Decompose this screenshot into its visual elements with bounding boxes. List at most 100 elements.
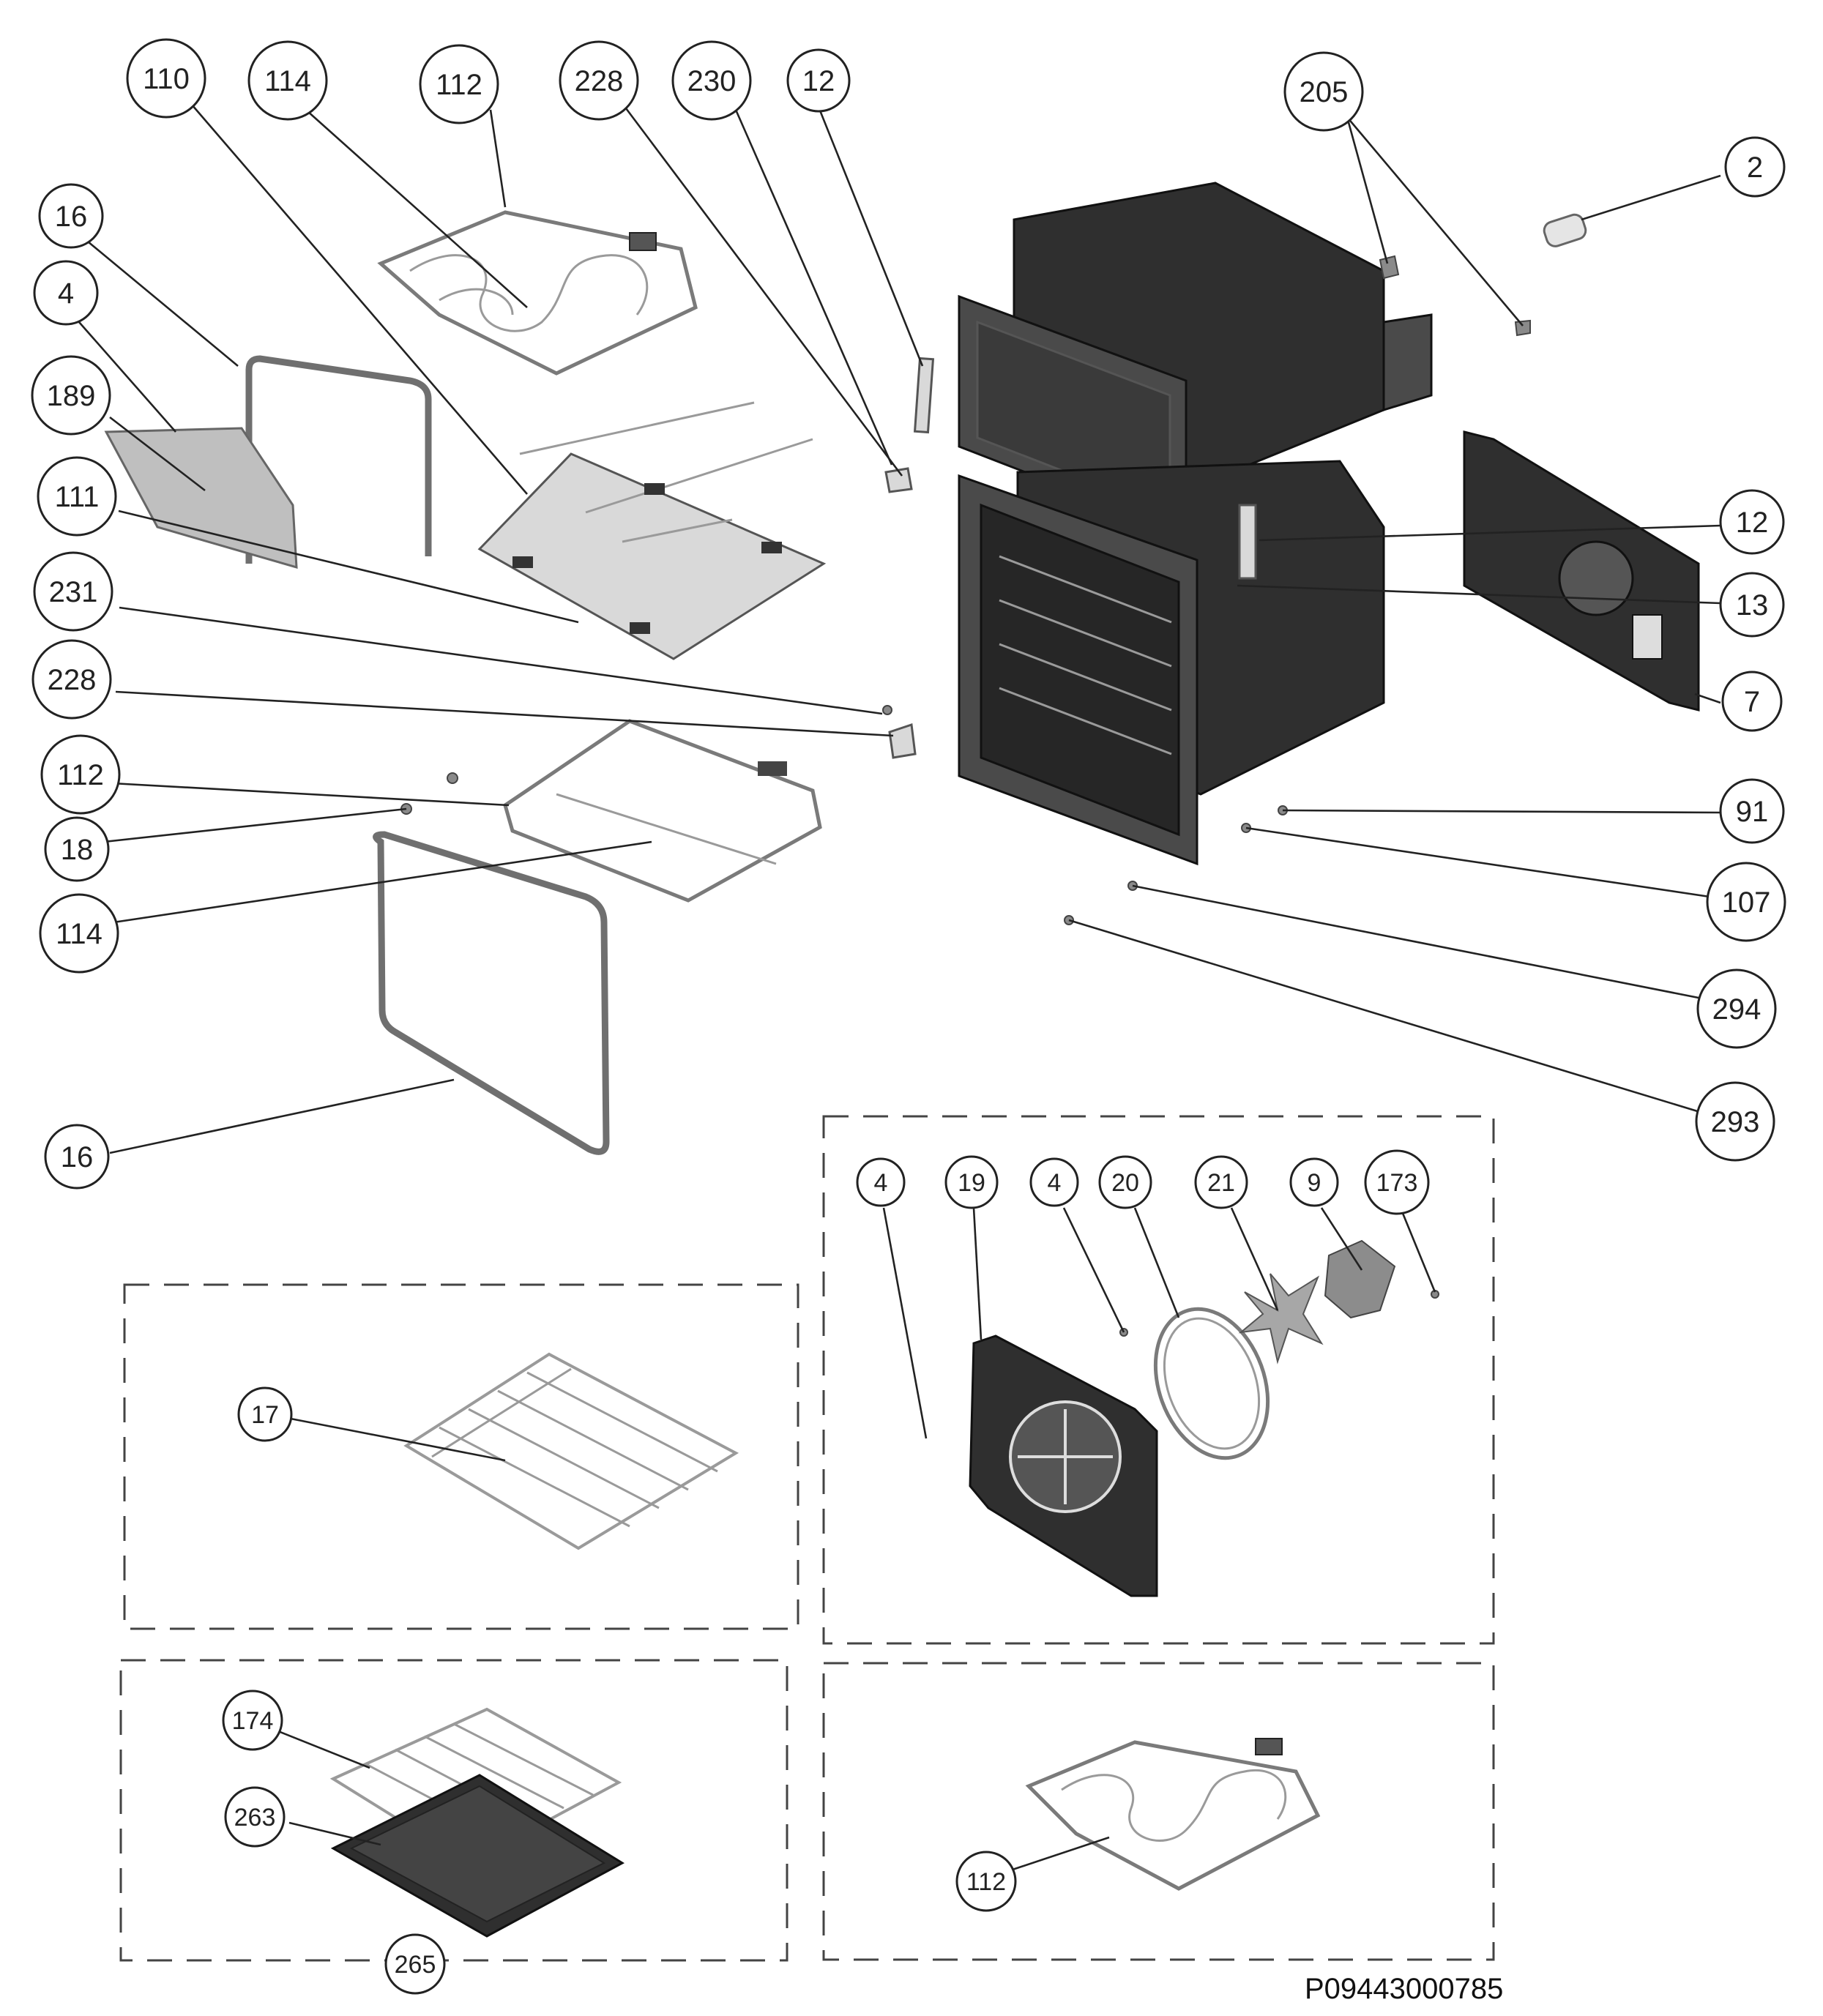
svg-text:294: 294 [1712,993,1762,1026]
callout-293: 293 [1695,1081,1775,1162]
svg-text:20: 20 [1111,1169,1139,1197]
callout-263: 263 [224,1786,286,1848]
callout-19: 19 [944,1155,999,1209]
side-panel-189 [104,427,298,570]
svg-text:112: 112 [57,759,104,791]
frame-tray-and-grid [119,1659,789,1962]
baking-tray-with-grid [329,1707,625,1938]
callout-16-top: 16 [38,183,104,249]
svg-text:189: 189 [47,380,96,412]
lower-heating-element [503,719,822,903]
callout-18: 18 [44,816,110,882]
fixing-205-a [1379,255,1400,280]
svg-text:228: 228 [575,65,624,97]
svg-text:12: 12 [802,65,835,97]
svg-text:114: 114 [264,65,311,97]
callout-230: 230 [671,40,752,121]
callout-107: 107 [1706,862,1786,942]
callout-112-mid: 112 [40,734,121,815]
callout-91: 91 [1719,778,1785,844]
bottom-heating-plate [477,401,827,660]
svg-text:228: 228 [48,664,97,696]
leader-lines [78,104,1721,1872]
callout-111: 111 [37,456,117,537]
svg-text:19: 19 [958,1169,985,1197]
svg-text:205: 205 [1300,76,1349,108]
svg-text:17: 17 [251,1401,279,1429]
svg-text:112: 112 [966,1868,1006,1896]
frame-oven-shelf [123,1283,799,1630]
callout-112: 112 [419,44,499,124]
svg-text:107: 107 [1722,886,1771,919]
callout-114-mid: 114 [39,893,119,974]
clip-18b [447,772,458,784]
fan-blade [1238,1273,1324,1364]
callout-189: 189 [31,355,111,436]
svg-text:112: 112 [436,69,482,101]
callout-110: 110 [126,38,206,119]
bracket-12 [913,356,935,434]
svg-text:111: 111 [55,481,100,513]
svg-text:231: 231 [49,576,98,608]
svg-text:16: 16 [55,201,88,233]
svg-text:91: 91 [1736,796,1769,828]
fan-motor [1324,1239,1396,1319]
callout-20: 20 [1098,1155,1152,1209]
svg-text:13: 13 [1736,589,1769,621]
callout-13: 13 [1719,572,1785,638]
main-oven-cavity [958,460,1385,866]
svg-text:4: 4 [58,277,74,310]
top-grill-element [377,210,698,376]
callout-12-right: 12 [1719,489,1785,555]
callout-231: 231 [33,551,113,632]
door-gasket-bottom [373,831,610,1155]
fan-cover [969,1334,1158,1597]
callout-174: 174 [222,1690,283,1751]
svg-text:265: 265 [395,1951,436,1979]
svg-text:173: 173 [1376,1169,1418,1197]
callout-265: 265 [384,1933,446,1995]
fixing-205-b [1514,319,1531,337]
circular-heating-element [1153,1307,1270,1460]
callout-112-spare: 112 [955,1851,1017,1912]
svg-text:21: 21 [1207,1169,1235,1197]
callout-17: 17 [237,1386,293,1442]
callout-4-fan-left: 4 [856,1157,906,1207]
svg-text:114: 114 [56,918,102,950]
screw-231 [882,705,892,715]
frame-spare-grill-element [822,1662,1495,1961]
clip-228 [888,723,917,759]
callout-12: 12 [786,48,851,113]
svg-text:7: 7 [1744,686,1760,718]
callout-294: 294 [1696,968,1777,1049]
callout-2: 2 [1724,136,1786,198]
spare-grill-element [1025,1738,1321,1891]
drawing-code: P09443000785 [1305,1973,1503,2005]
oven-wire-shelf [403,1352,739,1550]
svg-text:263: 263 [234,1804,276,1832]
callout-7: 7 [1721,671,1783,732]
door-gasket-top [245,355,432,564]
callout-bubbles: 110 114 112 228 230 12 205 2 16 4 189 11… [31,38,1786,1995]
rear-panel [1463,430,1700,712]
callout-16-bottom: 16 [44,1124,110,1190]
callout-4-fan-right: 4 [1029,1157,1079,1207]
upper-oven-cavity [958,182,1433,537]
svg-text:18: 18 [61,834,94,866]
svg-text:4: 4 [874,1169,888,1197]
svg-text:293: 293 [1711,1106,1760,1138]
callout-21: 21 [1194,1155,1248,1209]
callout-9: 9 [1289,1157,1339,1207]
svg-text:230: 230 [687,65,737,97]
svg-text:174: 174 [232,1707,274,1735]
callout-114: 114 [247,40,328,121]
svg-text:9: 9 [1308,1169,1321,1197]
callout-228-mid: 228 [31,639,112,720]
svg-text:4: 4 [1048,1169,1062,1197]
frame-fan-assembly [822,1115,1495,1645]
svg-text:12: 12 [1736,507,1769,539]
svg-text:16: 16 [61,1141,94,1173]
svg-text:2: 2 [1747,152,1763,184]
callout-228: 228 [559,40,639,121]
